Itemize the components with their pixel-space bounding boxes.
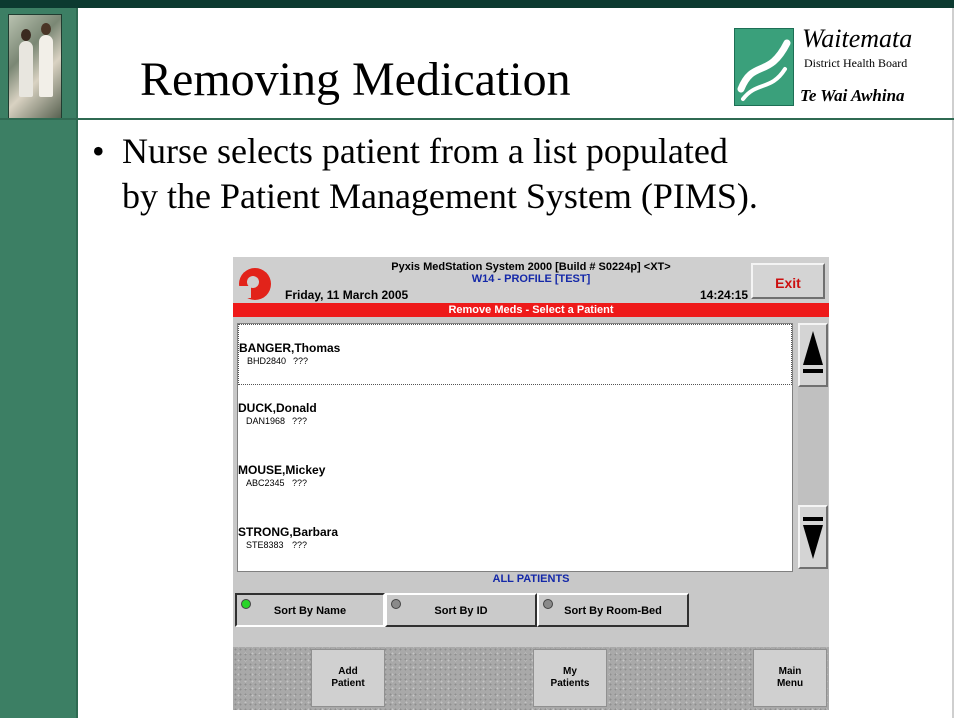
main-menu-button[interactable]: Main Menu	[753, 649, 827, 707]
slide-title: Removing Medication	[140, 53, 571, 106]
pyxis-header	[233, 257, 829, 303]
patient-name: MOUSE,Mickey	[238, 463, 326, 477]
patient-row[interactable]: STRONG,Barbara STE8383 ???	[238, 510, 792, 571]
scroll-track[interactable]	[798, 387, 828, 505]
logo-name: Waitemata	[802, 24, 913, 53]
patient-extra: ???	[293, 356, 309, 366]
bullet-text-line2: by the Patient Management System (PIMS).	[122, 176, 758, 216]
sort-by-name-button[interactable]: Sort By Name	[235, 593, 385, 627]
slide-left-bar	[0, 8, 76, 718]
scroll-up-button[interactable]	[798, 323, 828, 387]
pyxis-screenshot: Pyxis MedStation System 2000 [Build # S0…	[233, 257, 829, 710]
patient-id: DAN1968	[246, 416, 286, 426]
sort-label: Sort By Name	[273, 605, 347, 617]
waitemata-logo-icon	[734, 28, 794, 106]
patient-name: BANGER,Thomas	[239, 341, 341, 355]
slide-top-bar	[0, 0, 954, 8]
patient-name: DUCK,Donald	[238, 401, 317, 415]
bullet-marker: •	[92, 131, 105, 171]
nurses-photo	[8, 14, 62, 120]
filter-label: ALL PATIENTS	[492, 573, 570, 585]
nav-label-line2: Menu	[776, 678, 804, 689]
arrow-up-icon	[803, 331, 823, 373]
nav-label-line1: My	[563, 666, 577, 677]
patient-row[interactable]: DUCK,Donald DAN1968 ???	[238, 386, 792, 447]
patient-id: BHD2840	[247, 356, 287, 366]
bullet-text-line1: Nurse selects patient from a list popula…	[122, 131, 728, 171]
current-date: Friday, 11 March 2005	[285, 288, 409, 302]
indicator-icon	[543, 599, 553, 609]
nav-label-line1: Main	[778, 666, 802, 677]
screen-banner: Remove Meds - Select a Patient	[233, 303, 829, 317]
my-patients-button[interactable]: My Patients	[533, 649, 607, 707]
pyxis-logo-icon	[237, 268, 271, 300]
logo-subtitle: District Health Board	[804, 56, 908, 70]
patient-extra: ???	[292, 416, 308, 426]
sort-label: Sort By ID	[434, 605, 488, 617]
scroll-down-button[interactable]	[798, 505, 828, 569]
patient-row[interactable]: MOUSE,Mickey ABC2345 ???	[238, 448, 792, 509]
patient-extra: ???	[292, 478, 308, 488]
patient-id: ABC2345	[246, 478, 285, 488]
sort-by-id-button[interactable]: Sort By ID	[385, 593, 537, 627]
nav-label-line1: Add	[338, 666, 358, 677]
patient-id: STE8383	[246, 540, 284, 550]
selected-indicator-icon	[241, 599, 251, 609]
arrow-down-icon	[803, 517, 823, 559]
sort-label: Sort By Room-Bed	[564, 605, 662, 617]
exit-button[interactable]: Exit	[751, 263, 825, 299]
profile-subtitle: W14 - PROFILE [TEST]	[471, 273, 591, 285]
indicator-icon	[391, 599, 401, 609]
slide-header-divider	[0, 118, 954, 120]
sort-by-room-bed-button[interactable]: Sort By Room-Bed	[537, 593, 689, 627]
patient-name: STRONG,Barbara	[238, 525, 339, 539]
patient-row[interactable]: BANGER,Thomas BHD2840 ???	[238, 324, 792, 385]
patient-extra: ???	[292, 540, 308, 550]
slide-left-bar-edge	[76, 8, 78, 718]
nav-label-line2: Patients	[550, 678, 590, 689]
slide-right-border	[952, 8, 954, 718]
patient-list: BANGER,Thomas BHD2840 ??? DUCK,Donald DA…	[237, 323, 793, 572]
nav-label-line2: Patient	[331, 678, 365, 689]
add-patient-button[interactable]: Add Patient	[311, 649, 385, 707]
logo-motto: Te Wai Awhina	[800, 86, 905, 105]
system-title: Pyxis MedStation System 2000 [Build # S0…	[391, 261, 671, 273]
current-time: 14:24:15	[700, 288, 749, 302]
